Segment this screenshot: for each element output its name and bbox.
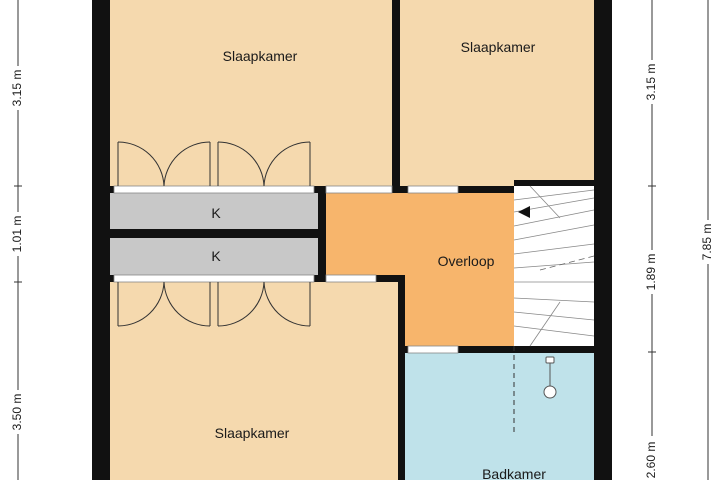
wall-bedrooms-divider <box>392 0 400 193</box>
total-dim-bg <box>701 220 715 264</box>
wall-closets-right <box>318 186 326 282</box>
dim-label-right-top: 3.15 m <box>644 64 658 101</box>
walls <box>92 0 612 480</box>
bedroom-top-left-area <box>110 0 392 186</box>
room-label-closet-upper: K <box>211 205 221 221</box>
door-opening-top-right <box>407 185 459 194</box>
dim-label-left-top: 3.15 m <box>10 70 24 107</box>
dim-label-left-bottom: 3.50 m <box>10 394 24 431</box>
right-dim-bg-top <box>645 60 659 104</box>
closet-door-lower <box>113 274 315 283</box>
shower-fixture <box>543 356 557 399</box>
right-dim-bg-bottom <box>645 436 659 480</box>
closet-door-upper <box>113 185 315 194</box>
closet-upper-area <box>110 193 318 229</box>
left-dim-bg-top <box>11 66 25 110</box>
closet-lower-door-swings <box>117 281 311 327</box>
staircase <box>513 185 595 347</box>
landing-area <box>326 193 514 346</box>
wall-bathroom-top <box>398 346 594 353</box>
outer-wall-right <box>594 0 612 480</box>
dim-label-left-middle: 1.01 m <box>10 216 24 253</box>
right-dim-bg-middle <box>645 250 659 294</box>
room-label-bedroom-top-right: Slaapkamer <box>461 39 536 55</box>
dim-label-right-middle: 1.89 m <box>644 254 658 291</box>
closet-upper-door-swings <box>117 141 311 187</box>
room-label-bedroom-bottom: Slaapkamer <box>215 425 290 441</box>
bedroom-top-right-area <box>400 0 594 186</box>
wall-closets-divider <box>110 229 326 238</box>
left-dim-bg-bottom <box>11 390 25 434</box>
wall-stair-top <box>514 180 594 186</box>
wall-bedroom-bottom-right <box>398 282 405 480</box>
dim-label-right-bottom: 2.60 m <box>644 442 658 479</box>
outer-wall-left <box>92 0 110 480</box>
stair-direction-arrow <box>518 206 530 218</box>
room-label-landing: Overloop <box>438 253 495 269</box>
door-opening-bathroom <box>407 345 459 354</box>
door-openings <box>113 185 459 354</box>
bathroom-area <box>405 353 594 480</box>
room-label-bathroom: Badkamer <box>482 466 546 480</box>
door-opening-bottom-bedroom <box>325 274 377 283</box>
dim-label-right-total: 7.85 m <box>700 224 714 261</box>
bedroom-bottom-area <box>110 282 398 480</box>
left-dim-bg-middle <box>11 212 25 256</box>
room-label-closet-lower: K <box>211 248 221 264</box>
door-opening-top-left <box>325 185 393 194</box>
closet-lower-area <box>110 238 318 275</box>
room-label-bedroom-top-left: Slaapkamer <box>223 48 298 64</box>
